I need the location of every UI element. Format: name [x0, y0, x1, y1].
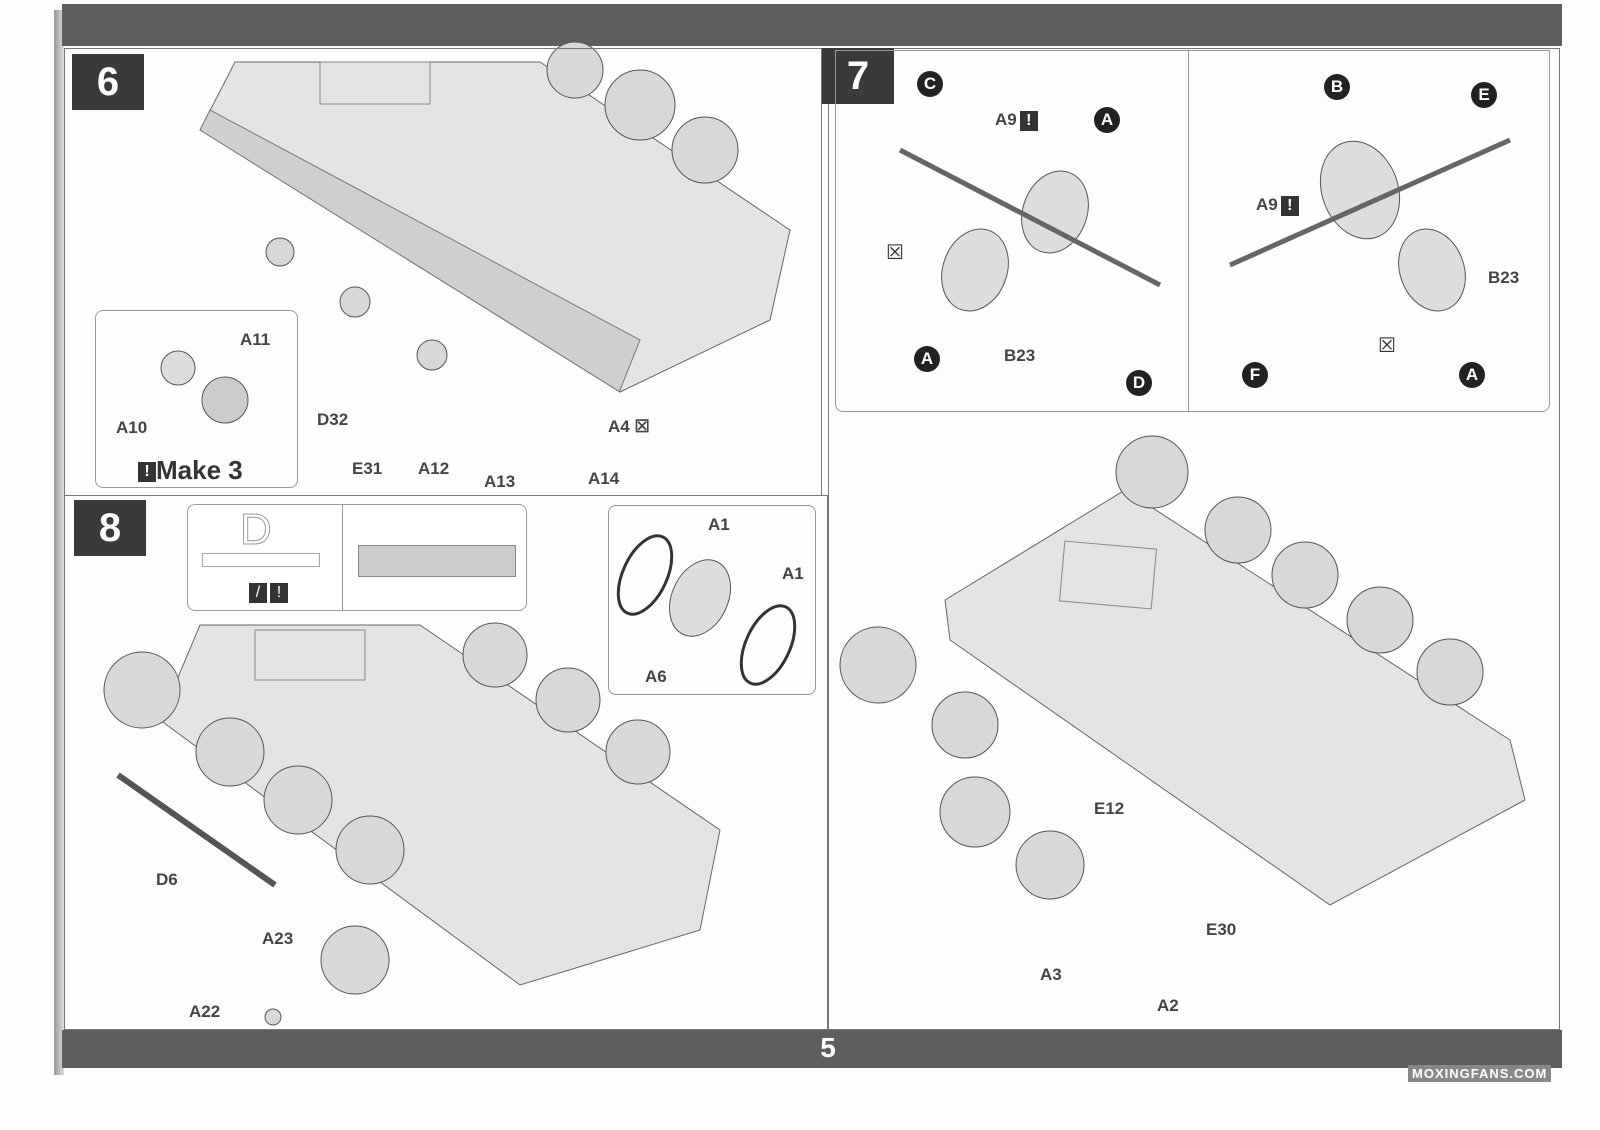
track-guide-detail: [358, 545, 516, 577]
page-binding: [54, 10, 64, 1075]
part-label-a4: A4 ☒: [608, 417, 650, 436]
wheel: [604, 69, 676, 141]
subassembly-marker-f: F: [1242, 362, 1268, 388]
part-label-a9: A9!: [995, 110, 1038, 131]
part-label-e12: E12: [1094, 799, 1125, 818]
step-6-number: 6: [72, 54, 144, 110]
part-label-a10: A10: [116, 418, 148, 437]
wheel: [671, 116, 739, 184]
hull-step6-side: [199, 109, 641, 393]
attention-icon: !: [1280, 195, 1299, 216]
subassembly-marker-a: A: [1459, 362, 1485, 388]
part-label-d32: D32: [317, 410, 349, 429]
step-7-number: 7: [822, 48, 894, 104]
subassembly-marker-e: E: [1471, 82, 1497, 108]
sprue-letter: D: [240, 505, 273, 554]
part-label-e30: E30: [1206, 920, 1237, 939]
part-label-a23: A23: [262, 929, 294, 948]
watermark-logo: MOXINGFANS.COM: [1408, 1065, 1552, 1082]
no-glue-icon: ☒: [1378, 335, 1396, 357]
subassembly-marker-b: B: [1324, 74, 1350, 100]
step-7-subassembly-box: [835, 50, 1550, 412]
make-3-note: !Make 3: [135, 455, 243, 486]
step-8-panel: [64, 495, 828, 1030]
subassembly-marker-a: A: [1094, 107, 1120, 133]
drill-icon: /!: [246, 583, 288, 603]
bottom-bar: [62, 1030, 1562, 1068]
step-8-number: 8: [74, 500, 146, 556]
step-7-panel: [828, 48, 1560, 1030]
part-label-e31: E31: [352, 459, 383, 478]
part-label-a3: A3: [1040, 965, 1062, 984]
step-8-detail-inset: D /!: [187, 504, 527, 611]
top-bar: [62, 4, 1562, 46]
part-label-a14: A14: [588, 469, 620, 488]
part-strip: [202, 553, 320, 567]
part-label-a1: A1: [782, 564, 804, 583]
part-label-a22: A22: [189, 1002, 221, 1021]
part-label-a11: A11: [240, 330, 271, 349]
page-number: 5: [820, 1032, 836, 1063]
attention-icon: !: [1019, 110, 1038, 131]
subassembly-marker-c: C: [917, 71, 943, 97]
part-label-a2: A2: [1157, 996, 1179, 1015]
subassembly-marker-a: A: [914, 346, 940, 372]
subassembly-divider: [1188, 50, 1189, 412]
part-label-b23: B23: [1004, 346, 1036, 365]
attention-icon: !: [138, 462, 156, 483]
no-glue-icon: ☒: [886, 242, 904, 264]
step-8-wheel-inset: [608, 505, 816, 695]
part-label-a1: A1: [708, 515, 730, 534]
part-label-b23: B23: [1488, 268, 1520, 287]
part-label-d6: D6: [156, 870, 178, 889]
inset-divider: [342, 505, 343, 610]
part-label-a12: A12: [418, 459, 450, 478]
subassembly-marker-d: D: [1126, 370, 1152, 396]
cement-icon: ☒: [634, 417, 650, 436]
part-label-a6: A6: [645, 667, 667, 686]
part-label-a9: A9!: [1256, 195, 1299, 216]
step-6-inset: [95, 310, 298, 488]
part-label-a13: A13: [484, 472, 516, 491]
wheel: [265, 237, 295, 267]
